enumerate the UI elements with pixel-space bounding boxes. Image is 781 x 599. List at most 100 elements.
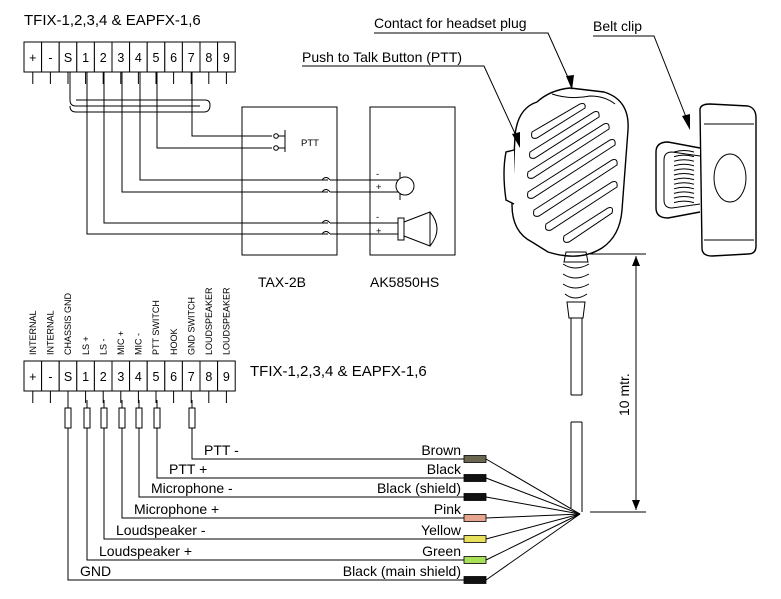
function-label: GND SWITCH [186, 297, 196, 355]
ptt-switch-label: PTT [301, 138, 319, 149]
microphone-symbol: - + [376, 169, 415, 200]
top-cable-bundle [69, 72, 211, 113]
wire-ferrule [118, 407, 126, 429]
bottom-terminal-label: + [29, 370, 36, 384]
callout-belt-clip: Belt clip [593, 18, 690, 130]
wire-color-sleeve [463, 576, 487, 584]
wire-signal-label: PTT - [204, 442, 239, 458]
function-label: CHASSIS GND [63, 292, 73, 355]
top-terminal-label: 3 [117, 51, 124, 65]
bottom-terminal-label: 5 [153, 370, 160, 384]
top-terminal-label: 8 [205, 51, 212, 65]
wire-color-label: Yellow [421, 522, 462, 538]
wire-signal-label: Microphone + [134, 501, 219, 517]
callout-ptt-button: Push to Talk Button (PTT) [302, 49, 520, 148]
bottom-terminal-label: 1 [82, 370, 89, 384]
bottom-terminal-label: - [48, 370, 52, 384]
svg-text:Push to Talk Button (PTT): Push to Talk Button (PTT) [302, 49, 462, 65]
svg-text:+: + [376, 182, 382, 193]
bottom-terminal-label: 6 [170, 370, 177, 384]
tax-2b-label: TAX-2B [258, 274, 306, 290]
wire-signal-label: Loudspeaker - [116, 522, 206, 538]
callout-contact: Contact for headset plug [374, 15, 574, 90]
cable-length-dimension: 10 mtr. [590, 253, 646, 513]
top-terminal-label: - [48, 51, 52, 65]
wire-signal-label: PTT + [169, 461, 207, 477]
bottom-terminal-label: 7 [188, 370, 195, 384]
cable-length-label: 10 mtr. [616, 373, 632, 416]
wire-color-sleeve [463, 455, 487, 463]
belt-clip [655, 103, 757, 257]
wire-ferrule [135, 407, 143, 429]
wire-ferrule [188, 407, 196, 429]
function-label: LOUDSPEAKER [222, 287, 232, 355]
function-label: PTT SWITCH [151, 300, 161, 355]
function-label: HOOK [169, 328, 179, 355]
top-terminal-label: 9 [223, 51, 230, 65]
wire-run [138, 428, 464, 498]
svg-text:-: - [376, 169, 379, 180]
wire-color-label: Pink [434, 501, 462, 517]
function-label: LOUDSPEAKER [204, 287, 214, 355]
loudspeaker-symbol: - + [376, 211, 438, 247]
top-terminal-label: + [29, 51, 36, 65]
terminal-function-labels: INTERNAL INTERNAL CHASSIS GND LS + LS - MIC +… [28, 287, 232, 355]
wire-signal-label: Microphone - [151, 480, 233, 496]
svg-text:+: + [376, 226, 382, 237]
top-terminal-label: 2 [100, 51, 107, 65]
wire-run [67, 428, 464, 581]
function-label: INTERNAL [28, 310, 38, 355]
function-label: MIC + [116, 331, 126, 355]
function-label: INTERNAL [46, 310, 56, 355]
function-label: MIC - [134, 333, 144, 355]
bottom-terminal-label: 3 [117, 370, 124, 384]
bottom-wires [64, 400, 581, 584]
wire-color-label: Black (shield) [377, 480, 461, 496]
ptt-switch-symbol: PTT [273, 130, 319, 152]
svg-text:Belt clip: Belt clip [593, 18, 642, 34]
bottom-terminal-label: 4 [135, 370, 142, 384]
wire-color-sleeve [463, 493, 487, 501]
wire-ferrule [83, 407, 91, 429]
wire-ferrule [153, 407, 161, 429]
wire-run [191, 428, 464, 460]
wire-run [156, 428, 464, 479]
wire-run [121, 428, 464, 519]
wire-color-sleeve [463, 535, 487, 543]
speaker-microphone-handset [503, 87, 629, 512]
top-terminal-label: 7 [188, 51, 195, 65]
function-label: LS - [98, 338, 108, 355]
top-terminal-label: 6 [170, 51, 177, 65]
top-terminal-label: 1 [82, 51, 89, 65]
tax-2b-box [241, 106, 338, 256]
bottom-block-title: TFIX-1,2,3,4 & EAPFX-1,6 [250, 363, 427, 380]
wire-run [103, 428, 464, 540]
wire-color-label: Brown [421, 442, 461, 458]
bottom-terminal-label: 9 [223, 370, 230, 384]
wire-color-sleeve [463, 514, 487, 522]
svg-text:-: - [376, 212, 379, 223]
wire-color-sleeve [463, 556, 487, 564]
wire-run [86, 428, 464, 561]
bottom-terminal-label: 8 [205, 370, 212, 384]
function-label: LS + [81, 336, 91, 355]
wire-color-label: Black (main shield) [343, 563, 461, 579]
wire-ferrule [100, 407, 108, 429]
wire-ferrule [64, 407, 72, 429]
top-terminal-label: 4 [135, 51, 142, 65]
bottom-terminal-label: 2 [100, 370, 107, 384]
ak5850hs-label: AK5850HS [370, 274, 439, 290]
bottom-terminal-label: S [64, 370, 72, 384]
top-block-title: TFIX-1,2,3,4 & EAPFX-1,6 [24, 12, 201, 29]
wire-color-label: Black [427, 461, 462, 477]
wire-color-sleeve [463, 474, 487, 482]
wire-signal-label: Loudspeaker + [99, 543, 192, 559]
wire-signal-label: GND [80, 563, 111, 579]
svg-text:Contact for headset plug: Contact for headset plug [374, 15, 527, 31]
ak5850hs-box [369, 106, 456, 256]
wire-color-label: Green [422, 543, 461, 559]
top-terminal-label: 5 [153, 51, 160, 65]
